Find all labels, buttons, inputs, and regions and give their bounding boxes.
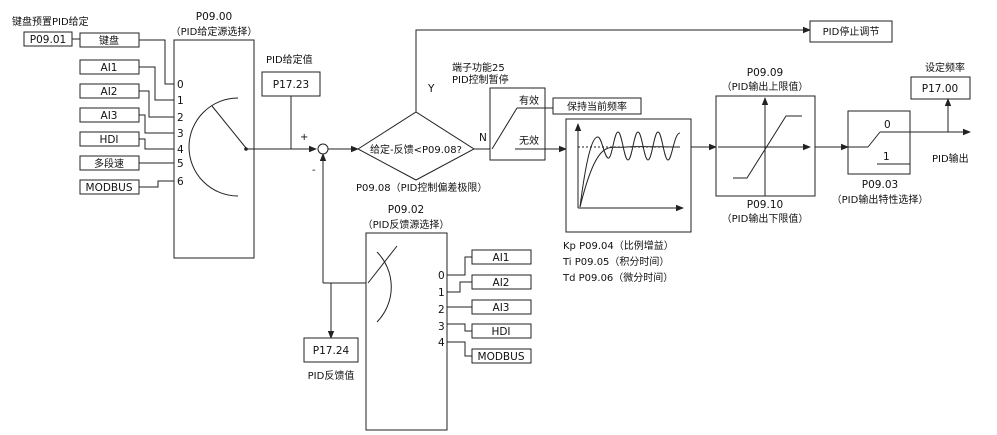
hold-freq-box bbox=[552, 97, 642, 115]
output-char-desc: （PID输出特性选择） bbox=[832, 193, 929, 206]
fb-value-box bbox=[303, 337, 359, 363]
yes-path-arrow bbox=[415, 26, 811, 112]
conn-modbus bbox=[139, 180, 174, 188]
ref-value-text: P17.23 bbox=[273, 79, 309, 91]
ref-ch-2: 2 bbox=[177, 112, 184, 124]
fb-ch-0: 0 bbox=[438, 270, 445, 282]
lower-limit-desc: （PID输出下限值） bbox=[722, 212, 809, 225]
pid-output-label: PID输出 bbox=[932, 152, 969, 165]
fb-ai3-text: AI3 bbox=[493, 302, 510, 314]
decision-param: P09.08（PID控制偏差极限） bbox=[356, 181, 487, 194]
pause-label-1: 端子功能25 bbox=[452, 61, 505, 74]
ai1-text: AI1 bbox=[101, 62, 118, 74]
ref-selector-arm bbox=[211, 105, 247, 149]
summing-junction bbox=[317, 143, 329, 155]
ref-source-code: P09.00 bbox=[196, 11, 232, 23]
ref-ch-4: 4 bbox=[177, 144, 184, 156]
fb-ai2-box bbox=[471, 274, 532, 290]
set-freq-label: 设定频率 bbox=[925, 61, 965, 74]
keypad-text: 键盘 bbox=[99, 34, 119, 47]
ref-ch-0: 0 bbox=[177, 79, 184, 91]
fb-ai3-box bbox=[471, 299, 532, 315]
pid-graph-oscillation bbox=[579, 131, 681, 208]
set-freq-box bbox=[910, 76, 971, 100]
fb-selector-arc bbox=[376, 251, 392, 323]
fb-source-selector bbox=[365, 232, 448, 431]
fb-modbus-text: MODBUS bbox=[478, 351, 525, 363]
fb-conn-ai1 bbox=[447, 256, 472, 276]
conn-hdi bbox=[139, 138, 174, 150]
fb-conn-hdi bbox=[447, 323, 472, 332]
pid-stop-text: PID停止调节 bbox=[823, 25, 880, 38]
conn-keypad bbox=[139, 39, 174, 85]
decision-text: 给定-反馈<P09.08? bbox=[370, 143, 462, 156]
ref-ch-6: 6 bbox=[177, 176, 184, 188]
fb-source-desc: （PID反馈源选择） bbox=[363, 218, 450, 231]
pause-switch-arm bbox=[491, 107, 518, 150]
multistep-text: 多段速 bbox=[94, 157, 124, 170]
conn-ai3 bbox=[139, 114, 174, 134]
pid-graph-response bbox=[579, 146, 681, 208]
pause-invalid-text: 无效 bbox=[519, 134, 539, 147]
conn-ai2 bbox=[139, 90, 174, 118]
pid-td: Td P09.06（微分时间） bbox=[562, 271, 673, 284]
upper-limit-desc: （PID输出上限值） bbox=[722, 80, 809, 93]
ref-ch-5: 5 bbox=[177, 158, 184, 170]
fb-ai1-text: AI1 bbox=[493, 252, 510, 264]
ref-value-label: PID给定值 bbox=[266, 53, 313, 66]
conn-ai1 bbox=[139, 66, 174, 101]
out-sel-arm bbox=[867, 131, 881, 148]
ref-source-desc: （PID给定源选择） bbox=[171, 25, 258, 38]
output-char-selector bbox=[847, 110, 911, 175]
sum-plus: + bbox=[300, 132, 308, 143]
pid-controller-box bbox=[565, 118, 692, 233]
output-char-code: P09.03 bbox=[862, 179, 898, 191]
hdi-text: HDI bbox=[99, 134, 118, 146]
ref-source-selector bbox=[173, 39, 255, 259]
pause-label-2: PID控制暂停 bbox=[452, 73, 509, 86]
fb-ai1-box bbox=[471, 249, 532, 265]
pid-kp: Kp P09.04（比例增益） bbox=[563, 239, 674, 252]
pause-switch-box bbox=[489, 87, 546, 161]
fb-conn-ai2 bbox=[447, 281, 472, 293]
hold-freq-text: 保持当前频率 bbox=[567, 100, 627, 113]
fb-modbus-box bbox=[471, 348, 532, 364]
fb-ch-4: 4 bbox=[438, 337, 445, 349]
fb-value-text: P17.24 bbox=[313, 345, 350, 357]
limiter-curve bbox=[733, 115, 802, 179]
keypad-preset-label: 键盘预置PID给定 bbox=[12, 15, 89, 28]
fb-value-label: PID反馈值 bbox=[308, 369, 355, 382]
set-freq-value: P17.00 bbox=[922, 83, 958, 95]
fb-hdi-text: HDI bbox=[491, 326, 510, 338]
ref-ch-1: 1 bbox=[177, 95, 184, 107]
p0901-text: P09.01 bbox=[30, 34, 66, 46]
pause-valid-text: 有效 bbox=[519, 94, 539, 107]
ref-selector-arc bbox=[188, 97, 239, 197]
ai2-text: AI2 bbox=[101, 86, 118, 98]
fb-ch-2: 2 bbox=[438, 304, 445, 316]
ai3-text: AI3 bbox=[101, 110, 118, 122]
upper-limit-code: P09.09 bbox=[747, 67, 783, 79]
fb-hdi-box bbox=[471, 323, 532, 339]
lower-limit-code: P09.10 bbox=[747, 199, 783, 211]
modbus-text: MODBUS bbox=[86, 182, 133, 194]
out-sel-opt0: 0 bbox=[884, 119, 891, 131]
pid-ti: Ti P09.05（积分时间） bbox=[562, 255, 669, 268]
pid-stop-box bbox=[809, 20, 893, 43]
fb-ai2-text: AI2 bbox=[493, 277, 510, 289]
fb-ch-3: 3 bbox=[438, 321, 445, 333]
ref-ch-3: 3 bbox=[177, 128, 184, 140]
decision-yes: Y bbox=[427, 83, 435, 95]
fb-source-code: P09.02 bbox=[388, 204, 424, 216]
fb-selector-arm bbox=[367, 245, 398, 284]
fb-ch-1: 1 bbox=[438, 287, 445, 299]
decision-no: N bbox=[479, 132, 487, 144]
sum-minus: - bbox=[312, 165, 316, 176]
out-sel-opt1: 1 bbox=[883, 151, 890, 163]
fb-conn-modbus bbox=[447, 341, 472, 357]
